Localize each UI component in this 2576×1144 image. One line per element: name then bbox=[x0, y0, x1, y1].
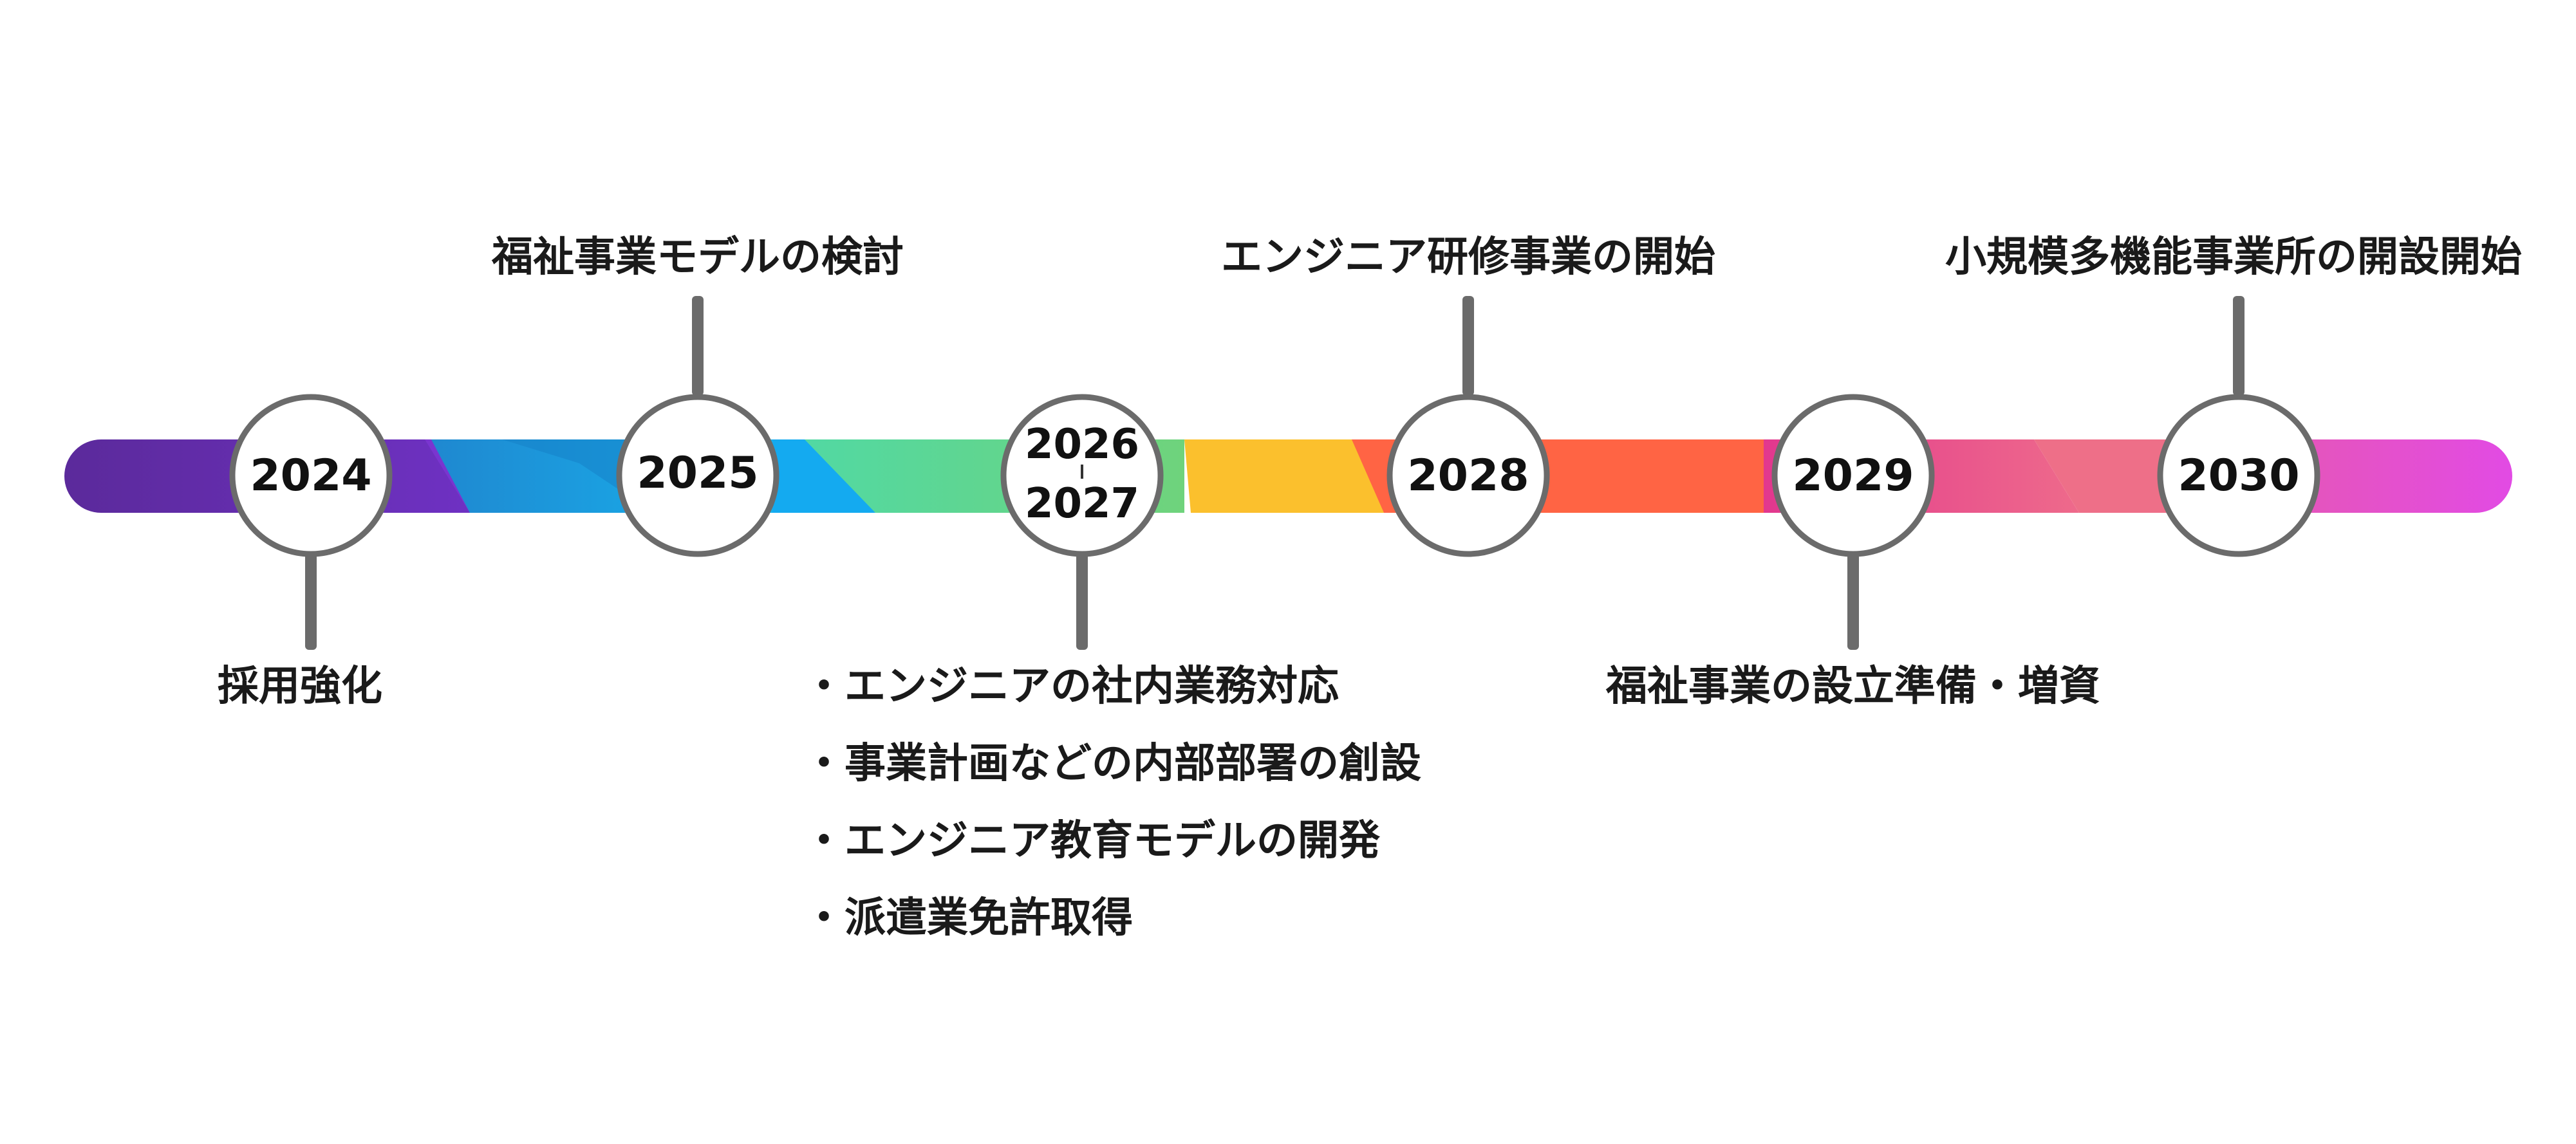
stem-2028 bbox=[1462, 296, 1474, 396]
stem-2024 bbox=[305, 553, 317, 650]
year-range-divider bbox=[1081, 465, 1083, 479]
stem-2029 bbox=[1847, 553, 1859, 650]
circle-2030 bbox=[2157, 394, 2320, 557]
year-2026: 2026 bbox=[1025, 421, 1139, 468]
milestone-label-2030: 小規模多機能事業所の開設開始 bbox=[1945, 234, 2522, 281]
milestone-label-2029: 福祉事業の設立準備・増資 bbox=[1606, 663, 2100, 710]
milestone-label-2024: 採用強化 bbox=[218, 663, 382, 710]
year-2028: 2028 bbox=[1407, 450, 1529, 501]
stems bbox=[305, 296, 2245, 650]
bar-segment-cyan bbox=[772, 439, 875, 513]
circle-2025 bbox=[616, 394, 779, 557]
timeline-bar bbox=[64, 439, 2512, 513]
bar-shade-blue bbox=[502, 439, 644, 489]
milestone-label-2028: エンジニア研修事業の開始 bbox=[1221, 234, 1715, 281]
list-item: 事業計画などの内部部署の創設 bbox=[803, 743, 1421, 820]
milestone-label-2025: 福祉事業モデルの検討 bbox=[492, 234, 904, 281]
stem-2026-2027 bbox=[1076, 553, 1088, 650]
year-circles bbox=[229, 394, 2320, 557]
year-2027: 2027 bbox=[1025, 480, 1139, 528]
stem-2030 bbox=[2233, 296, 2245, 396]
circle-2024 bbox=[229, 394, 393, 557]
circle-2029 bbox=[1771, 394, 1935, 557]
list-item: エンジニア教育モデルの開発 bbox=[803, 820, 1421, 898]
year-2029: 2029 bbox=[1792, 450, 1914, 501]
bar-segment-yellow bbox=[1184, 439, 1384, 513]
year-2025: 2025 bbox=[637, 448, 758, 499]
year-2030: 2030 bbox=[2178, 450, 2299, 501]
year-labels: 2024 2025 2026 2027 2028 2029 2030 bbox=[250, 421, 2299, 528]
stem-2025 bbox=[692, 296, 704, 396]
list-item: 派遣業免許取得 bbox=[803, 898, 1421, 975]
year-2024: 2024 bbox=[250, 450, 371, 501]
milestone-list-2026-2027: エンジニアの社内業務対応 事業計画などの内部部署の創設 エンジニア教育モデルの開… bbox=[803, 666, 1421, 975]
circle-2028 bbox=[1386, 394, 1550, 557]
list-item: エンジニアの社内業務対応 bbox=[803, 666, 1421, 743]
